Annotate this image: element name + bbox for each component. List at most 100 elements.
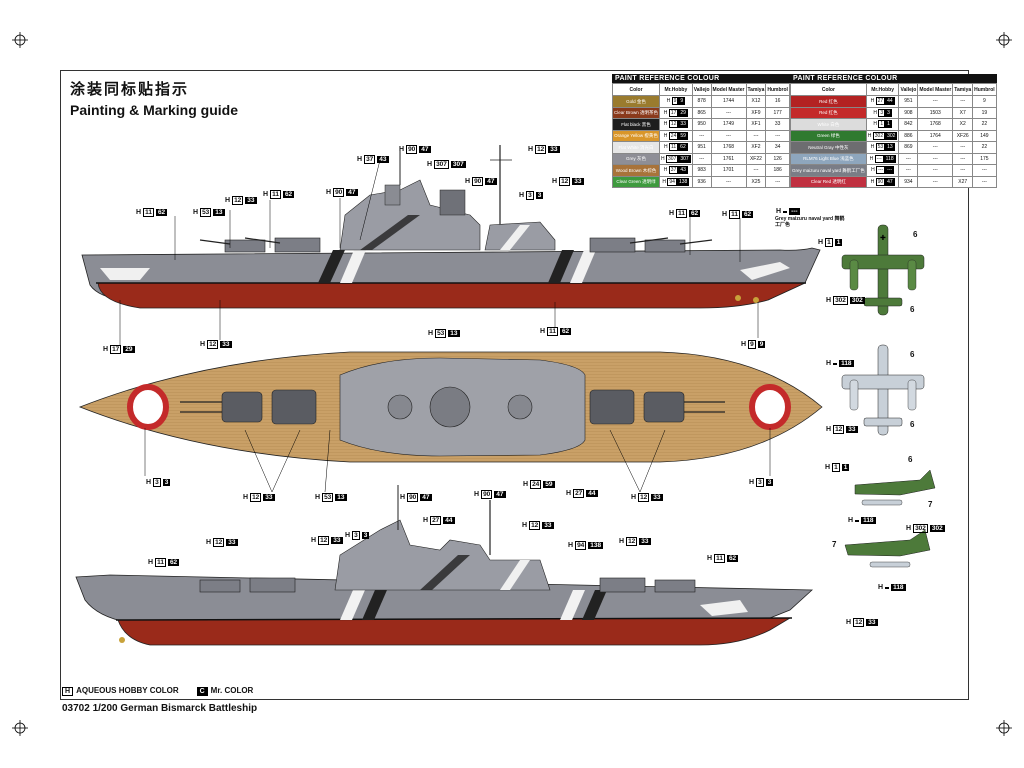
callout-prefix: H: [428, 330, 434, 337]
callout-aqueous-code: [783, 210, 788, 213]
tamiya-value: X2: [952, 118, 974, 131]
callout-aqueous-code: 3: [153, 478, 161, 487]
tamiya-value: X25: [745, 175, 767, 188]
callout-aqueous-code: 90: [407, 493, 419, 502]
title-english: Painting & Marking guide: [70, 102, 239, 118]
callout-aqueous-code: 12: [232, 196, 244, 205]
callout-mr-color-code: 33: [542, 522, 554, 529]
callout-prefix: H: [522, 522, 528, 529]
callout-prefix: H: [631, 494, 637, 501]
mm-value: ---: [917, 141, 954, 154]
callout-aqueous-code: 37: [364, 155, 376, 164]
aqueous-code: 90: [875, 177, 886, 186]
aircraft-side-view-2: [844, 529, 931, 568]
callout-prefix: H: [566, 490, 572, 497]
humbrol-value: 22: [972, 118, 997, 131]
callout-mr-color-code: 62: [688, 210, 701, 217]
mr-color-code: 44: [885, 97, 895, 106]
vallejo-value: ---: [898, 164, 919, 177]
aqueous-code: 9: [671, 97, 679, 106]
callout-prefix: H: [206, 539, 212, 546]
callout-aqueous-code: 12: [559, 177, 571, 186]
callout-aqueous-code: 12: [529, 521, 541, 530]
humbrol-value: ---: [972, 164, 997, 177]
callout-aqueous-code: 53: [200, 208, 212, 217]
callout-aqueous-code: 90: [472, 177, 484, 186]
callout-prefix: H: [400, 494, 406, 501]
callout-mr-color-code: 13: [213, 209, 225, 216]
callout-mr-color-code: 138: [588, 542, 604, 549]
callout-aqueous-code: 11: [270, 190, 281, 199]
callout-mr-color-code: 1: [841, 464, 850, 471]
callout-mr-color-code: 13: [448, 330, 460, 337]
callout-mr-color-code: 62: [167, 559, 180, 566]
callout-mr-color-code: ---: [789, 208, 800, 215]
callout-mr-color-code: 13: [335, 494, 347, 501]
col-header: Color: [611, 83, 661, 96]
aqueous-code: 1: [878, 120, 886, 129]
callout-prefix: H: [818, 239, 824, 246]
mm-value: 1761: [710, 152, 747, 165]
mr-color-code: 43: [678, 166, 688, 175]
callout-mr-color-code: 29: [123, 346, 135, 353]
mm-value: 1744: [710, 95, 747, 108]
aqueous-code: 11: [668, 143, 679, 152]
callout-aqueous-code: 27: [430, 516, 442, 525]
callout-prefix: H: [103, 346, 109, 353]
callout-prefix: H: [357, 156, 363, 163]
humbrol-value: ---: [765, 129, 790, 142]
col-header: Color: [790, 83, 867, 96]
color-swatch-name: Clear Red 透明红: [790, 175, 867, 188]
mr-color-code: 13: [885, 143, 895, 152]
vallejo-value: 908: [898, 106, 919, 119]
grey-maizuru-note: Grey maizuru naval yard 舞鹤工厂色: [775, 216, 845, 228]
decal-number: 7: [928, 500, 933, 509]
humbrol-value: 177: [765, 106, 790, 119]
mr-color-code: 59: [678, 131, 688, 140]
paint-table-caption: PAINT REFERENCE COLOUR: [790, 74, 997, 83]
callout-prefix: H: [263, 191, 269, 198]
callout-aqueous-code: 1: [825, 238, 833, 247]
vallejo-value: 950: [691, 118, 712, 131]
callout-aqueous-code: 12: [207, 340, 219, 349]
callout-aqueous-code: 27: [573, 489, 585, 498]
vallejo-value: 936: [691, 175, 712, 188]
callout-mr-color-code: 47: [419, 146, 431, 153]
mr-color-code: 302: [885, 131, 898, 140]
callout-mr-color-code: 118: [839, 360, 854, 367]
paint-table-caption: PAINT REFERENCE COLOUR: [612, 74, 790, 83]
aqueous-code: 17: [668, 108, 679, 117]
col-header: Mr.Hobby: [659, 83, 693, 96]
mm-value: 1749: [710, 118, 747, 131]
mr-color-code: 9: [678, 97, 686, 106]
col-header: Vallejo: [691, 83, 712, 96]
callout-prefix: H: [707, 555, 713, 562]
aqueous-code: 94: [667, 177, 677, 186]
paint-callout: H---: [776, 208, 800, 215]
humbrol-value: 22: [972, 141, 997, 154]
aqueous-code: 307: [666, 154, 679, 163]
decal-number: 6: [908, 455, 913, 464]
callout-mr-color-code: 3: [535, 192, 544, 199]
callout-prefix: H: [741, 341, 747, 348]
